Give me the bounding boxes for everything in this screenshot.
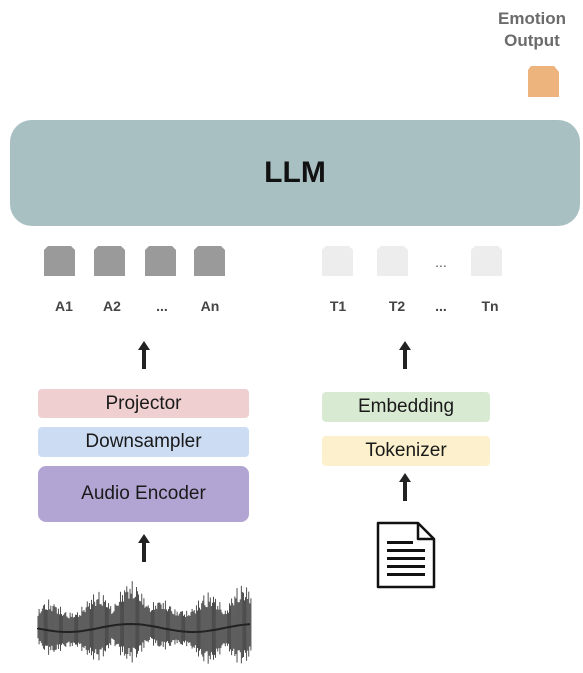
arrow-up-icon xyxy=(399,341,411,369)
text-token-t2 xyxy=(377,246,408,276)
text-token-gap: ... xyxy=(435,254,447,270)
emotion-label-line1: Emotion xyxy=(498,9,566,28)
audio-token-a2 xyxy=(94,246,125,276)
downsampler-label: Downsampler xyxy=(85,431,202,452)
text-token-t1 xyxy=(322,246,353,276)
audio-token-row xyxy=(44,246,225,276)
emotion-output-token xyxy=(528,66,559,97)
audio-encoder-label: Audio Encoder xyxy=(81,483,206,504)
downsampler-block: Downsampler xyxy=(38,427,249,457)
llm-block: LLM xyxy=(10,120,580,226)
emotion-output-label: Emotion Output xyxy=(487,8,577,52)
text-label-tn: Tn xyxy=(481,298,499,314)
emotion-label-line2: Output xyxy=(504,31,560,50)
arrow-up-icon xyxy=(138,341,150,369)
audio-label-a2: A2 xyxy=(103,298,121,314)
embedding-label: Embedding xyxy=(357,396,455,417)
waveform-icon xyxy=(37,581,252,664)
tokenizer-label: Tokenizer xyxy=(365,440,447,461)
audio-token-a1 xyxy=(44,246,75,276)
text-label-dots: ... xyxy=(435,298,447,314)
arrow-up-icon xyxy=(399,473,411,501)
projector-label: Projector xyxy=(105,392,182,414)
tokenizer-block: Tokenizer xyxy=(322,436,490,466)
text-token-row xyxy=(322,246,502,276)
llm-label: LLM xyxy=(264,156,326,189)
audio-label-an: An xyxy=(200,298,220,314)
document-icon xyxy=(376,521,436,589)
audio-label-dots: ... xyxy=(156,298,168,314)
text-label-t1: T1 xyxy=(329,298,347,314)
projector-block: Projector xyxy=(38,389,249,418)
text-token-tn xyxy=(471,246,502,276)
text-label-t2: T2 xyxy=(388,298,406,314)
audio-token-dots xyxy=(145,246,176,276)
audio-label-a1: A1 xyxy=(55,298,73,314)
arrow-up-icon xyxy=(138,534,150,562)
embedding-block: Embedding xyxy=(322,392,490,422)
audio-encoder-block: Audio Encoder xyxy=(38,466,249,522)
audio-token-an xyxy=(194,246,225,276)
